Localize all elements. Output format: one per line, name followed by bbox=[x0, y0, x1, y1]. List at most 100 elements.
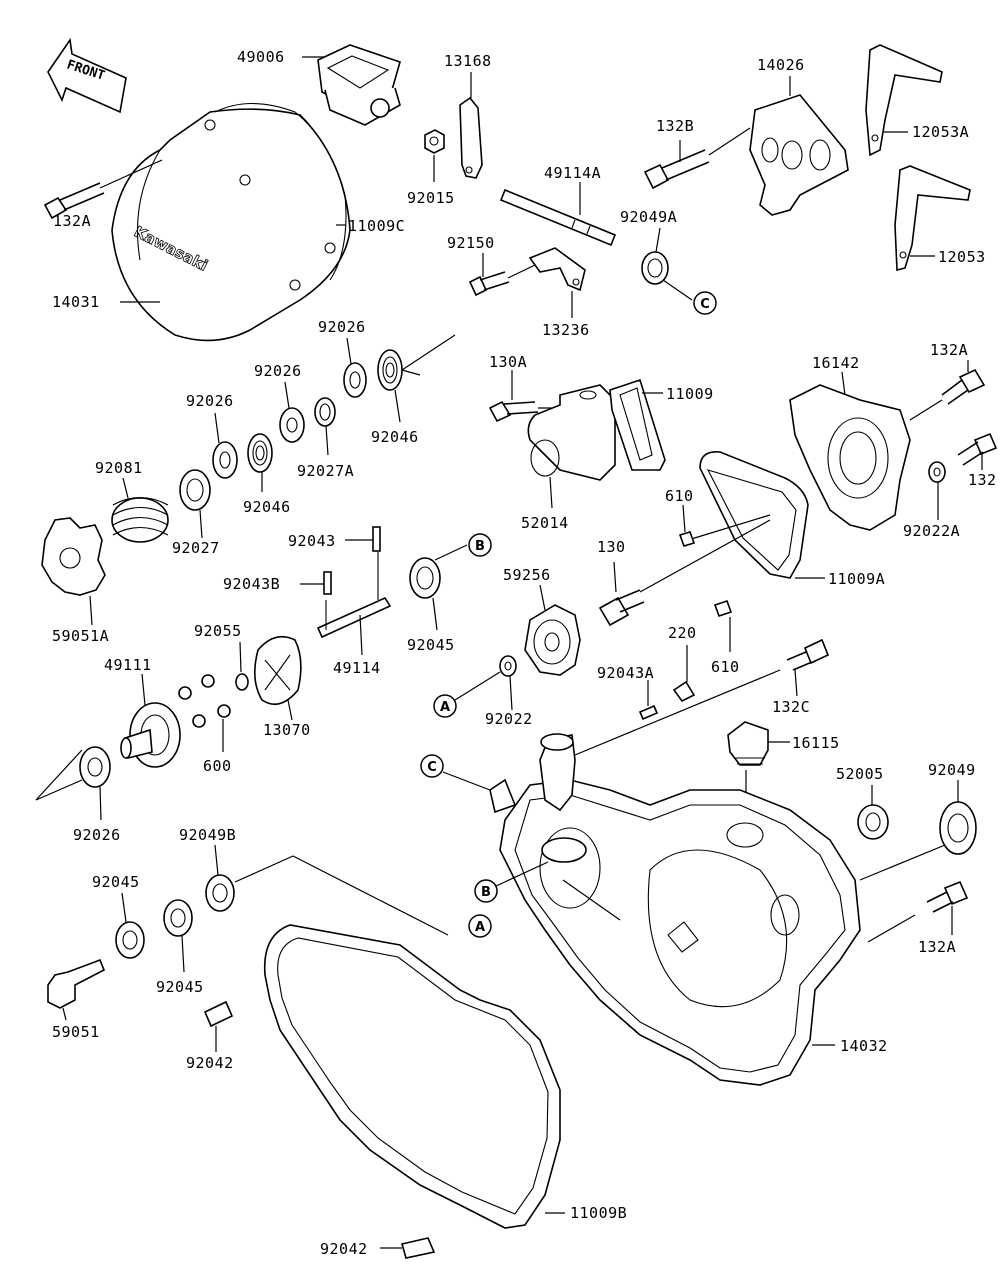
label-92046-a: 92046 bbox=[371, 428, 419, 446]
label-12053A: 12053A bbox=[912, 123, 969, 141]
part-13070 bbox=[254, 635, 302, 706]
label-92043B: 92043B bbox=[223, 575, 280, 593]
label-59256: 59256 bbox=[503, 566, 551, 584]
part-132C bbox=[786, 638, 830, 671]
label-92150: 92150 bbox=[447, 234, 495, 252]
part-92081 bbox=[111, 496, 169, 543]
part-92026-c bbox=[212, 441, 238, 479]
svg-text:A: A bbox=[475, 920, 485, 935]
part-92150 bbox=[468, 271, 510, 297]
part-92015 bbox=[424, 129, 445, 154]
part-92045-c bbox=[163, 899, 193, 937]
label-92022: 92022 bbox=[485, 710, 533, 728]
part-92042-a bbox=[203, 1000, 234, 1028]
part-92043 bbox=[372, 526, 381, 552]
part-130 bbox=[598, 589, 645, 627]
ref-marker-c1: C bbox=[693, 291, 717, 315]
part-14026 bbox=[749, 94, 849, 216]
part-92042-b bbox=[400, 1237, 436, 1259]
label-132C: 132C bbox=[772, 698, 810, 716]
label-13070: 13070 bbox=[263, 721, 311, 739]
part-610-a bbox=[678, 531, 696, 547]
part-11009A bbox=[699, 451, 809, 579]
label-92045-a: 92045 bbox=[407, 636, 455, 654]
label-49114A: 49114A bbox=[544, 164, 601, 182]
label-132A-right: 132A bbox=[930, 341, 968, 359]
part-12053A bbox=[865, 44, 943, 157]
svg-text:C: C bbox=[427, 760, 437, 775]
label-11009: 11009 bbox=[666, 385, 714, 403]
front-arrow-icon: FRONT bbox=[47, 37, 127, 114]
label-92026-d: 92026 bbox=[73, 826, 121, 844]
part-52014 bbox=[527, 384, 616, 481]
part-14032 bbox=[489, 733, 861, 1086]
part-92049B bbox=[205, 874, 235, 912]
part-11009B bbox=[263, 924, 561, 1229]
label-220: 220 bbox=[668, 624, 697, 642]
part-59256 bbox=[524, 604, 581, 676]
label-610-a: 610 bbox=[665, 487, 694, 505]
label-59051A: 59051A bbox=[52, 627, 109, 645]
ref-marker-a1: A bbox=[433, 694, 457, 718]
part-610-b bbox=[713, 599, 733, 618]
part-49006 bbox=[317, 44, 401, 126]
part-13168 bbox=[459, 96, 483, 179]
label-92026-b: 92026 bbox=[254, 362, 302, 380]
bolt-132A bbox=[43, 159, 163, 220]
label-132A-bottom: 132A bbox=[918, 938, 956, 956]
clutch-cover-14031: Kawasaki bbox=[111, 102, 351, 342]
part-92043B bbox=[323, 571, 332, 595]
label-16142: 16142 bbox=[812, 354, 860, 372]
part-92046-b bbox=[247, 433, 273, 473]
labels: 49006 13168 14026 12053A 12053 132B 9201… bbox=[52, 48, 996, 1258]
part-92022 bbox=[499, 655, 517, 677]
label-14026: 14026 bbox=[757, 56, 805, 74]
part-92055 bbox=[235, 673, 249, 691]
label-14031: 14031 bbox=[52, 293, 100, 311]
label-16115: 16115 bbox=[792, 734, 840, 752]
part-220 bbox=[672, 680, 696, 703]
part-132 bbox=[957, 432, 998, 466]
label-11009A: 11009A bbox=[828, 570, 885, 588]
label-59051: 59051 bbox=[52, 1023, 100, 1041]
label-600: 600 bbox=[203, 757, 232, 775]
part-92043A bbox=[638, 704, 659, 721]
part-49114 bbox=[316, 552, 392, 639]
label-130: 130 bbox=[597, 538, 626, 556]
ref-marker-b1: B bbox=[468, 533, 492, 557]
label-92045-b: 92045 bbox=[92, 873, 140, 891]
part-12053 bbox=[894, 165, 971, 272]
part-52005 bbox=[857, 804, 889, 840]
label-92027A: 92027A bbox=[297, 462, 354, 480]
label-132B: 132B bbox=[656, 117, 694, 135]
label-49111: 49111 bbox=[104, 656, 152, 674]
part-132B bbox=[643, 149, 710, 190]
part-92022A bbox=[928, 461, 946, 483]
part-49114A bbox=[499, 188, 617, 247]
ref-marker-c2: C bbox=[420, 754, 444, 778]
label-12053: 12053 bbox=[938, 248, 986, 266]
ref-marker-b2: B bbox=[474, 879, 498, 903]
part-92046-a bbox=[377, 349, 403, 391]
part-130A bbox=[488, 400, 539, 423]
part-92049A bbox=[641, 251, 669, 285]
label-11009C: 11009C bbox=[348, 217, 405, 235]
label-49114: 49114 bbox=[333, 659, 381, 677]
svg-text:B: B bbox=[475, 539, 485, 554]
label-92042-a: 92042 bbox=[186, 1054, 234, 1072]
svg-text:B: B bbox=[481, 885, 491, 900]
label-92026-a: 92026 bbox=[318, 318, 366, 336]
part-92027 bbox=[179, 469, 211, 511]
label-92015: 92015 bbox=[407, 189, 455, 207]
label-92045-c: 92045 bbox=[156, 978, 204, 996]
label-92049B: 92049B bbox=[179, 826, 236, 844]
part-92026-a bbox=[343, 362, 367, 398]
part-11009 bbox=[609, 378, 666, 471]
label-130A: 130A bbox=[489, 353, 527, 371]
part-59051A bbox=[41, 517, 106, 596]
label-92043A: 92043A bbox=[597, 664, 654, 682]
part-132A-bottom bbox=[926, 880, 969, 913]
label-52014: 52014 bbox=[521, 514, 569, 532]
part-92049 bbox=[939, 801, 977, 855]
label-52005: 52005 bbox=[836, 765, 884, 783]
